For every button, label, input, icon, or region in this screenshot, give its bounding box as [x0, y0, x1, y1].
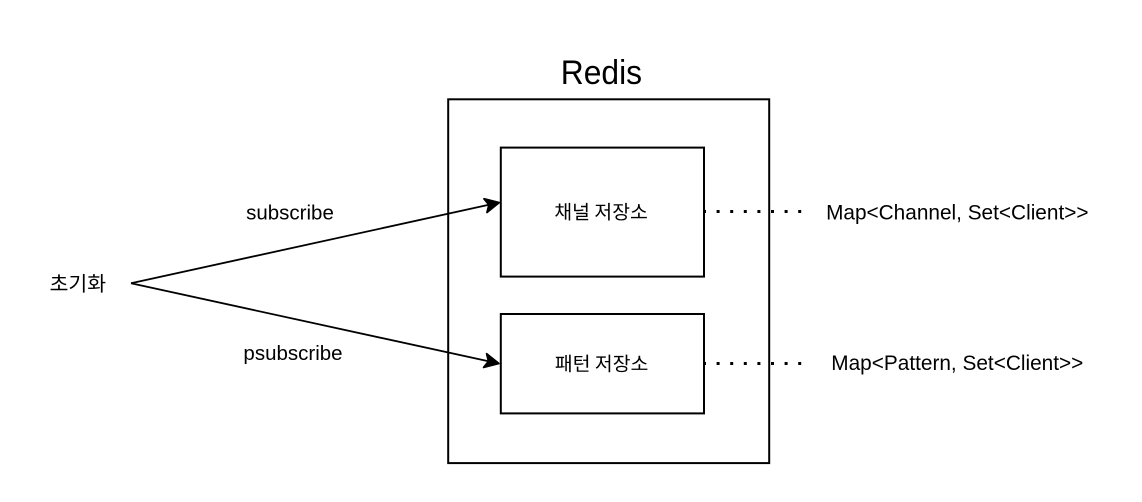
svg-text:subscribe: subscribe: [246, 202, 334, 225]
svg-text:Map<Pattern, Set<Client>>: Map<Pattern, Set<Client>>: [831, 352, 1083, 375]
svg-text:Redis: Redis: [561, 54, 642, 92]
svg-text:psubscribe: psubscribe: [243, 342, 342, 365]
svg-text:Map<Channel, Set<Client>>: Map<Channel, Set<Client>>: [826, 201, 1088, 224]
